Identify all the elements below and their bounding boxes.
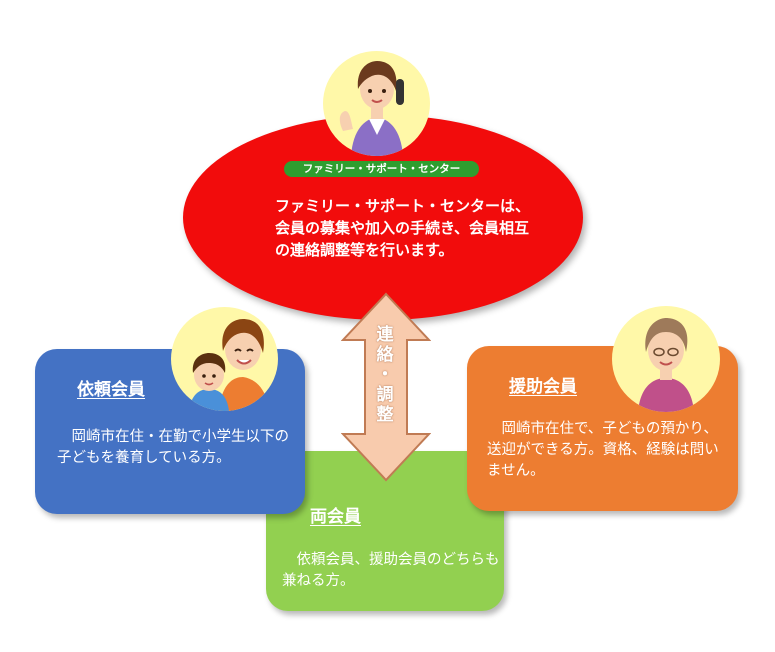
both-member-title: 両会員 — [310, 507, 361, 527]
double-arrow-icon — [341, 292, 431, 482]
coordination-char: 連 — [376, 325, 394, 345]
receptionist-phone-icon — [323, 51, 430, 156]
coordination-label: 連 絡 ・ 調 整 — [374, 325, 396, 425]
elderly-woman-icon — [612, 306, 720, 412]
both-member-description: 依頼会員、援助会員のどちらも兼ねる方。 — [282, 552, 500, 589]
support-center-description: ファミリー・サポート・センターは、会員の募集や加入の手続き、会員相互の連絡調整等… — [275, 197, 531, 259]
requester-member-title: 依頼会員 — [77, 380, 145, 400]
requester-member-description: 岡崎市在住・在勤で小学生以下の子どもを養育している方。 — [57, 429, 289, 466]
support-center-badge: ファミリー・サポート・センター — [284, 161, 479, 177]
coordination-char: 調 — [376, 385, 394, 405]
coordination-char: 整 — [376, 405, 394, 425]
helper-member-title: 援助会員 — [509, 377, 577, 397]
coordination-char: ・ — [376, 365, 394, 385]
mother-child-icon — [171, 307, 278, 411]
helper-member-description: 岡崎市在住で、子どもの預かり、送迎ができる方。資格、経験は問いません。 — [487, 421, 719, 479]
coordination-char: 絡 — [376, 345, 394, 365]
